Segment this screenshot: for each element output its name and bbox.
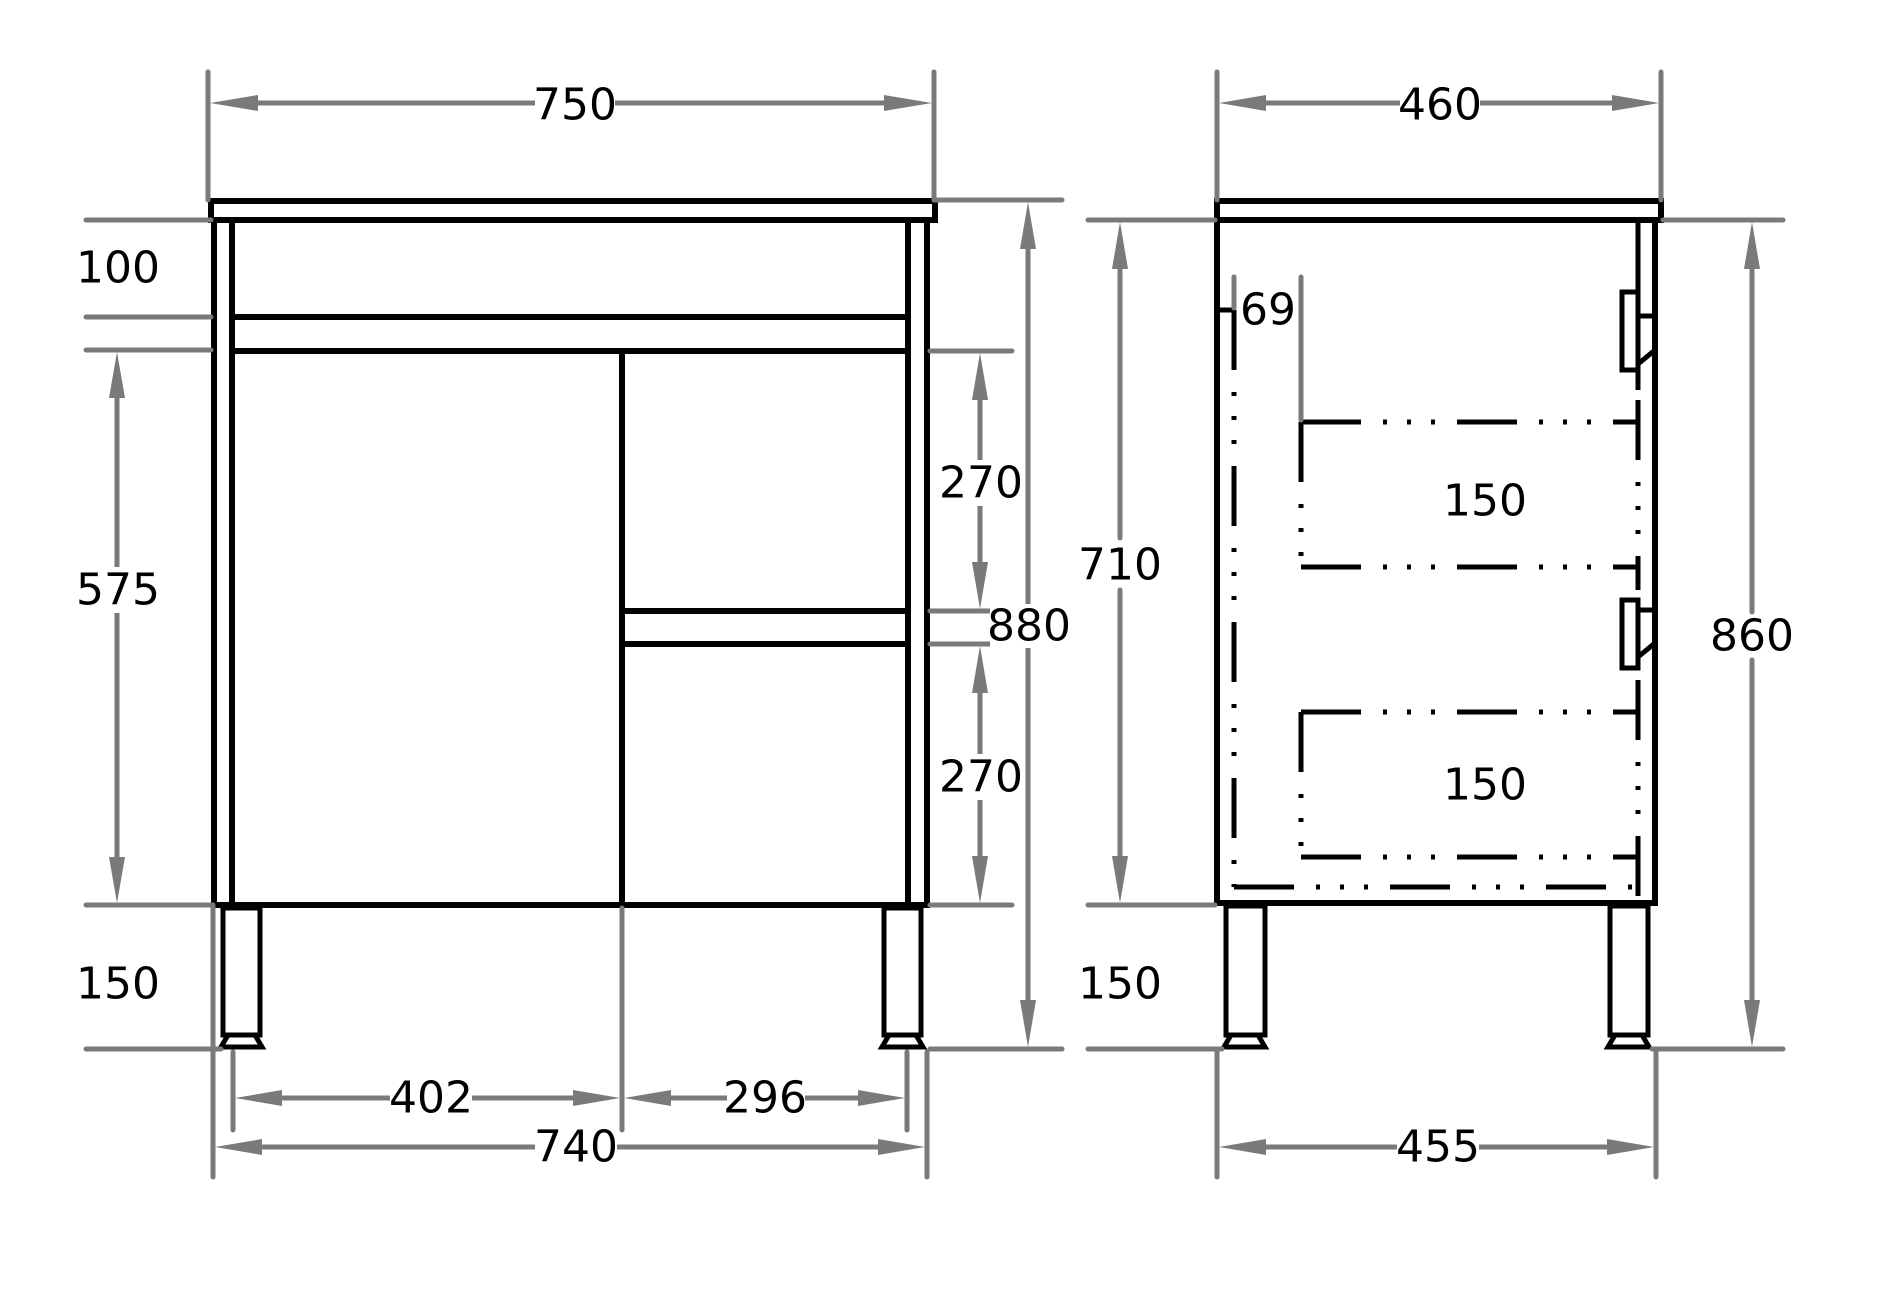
side-view: 150 150 <box>1214 198 1664 1050</box>
dim-side-overall-height: 860 <box>1710 611 1794 662</box>
side-back-leg <box>1603 903 1654 1050</box>
dim-front-left-door-width: 402 <box>389 1073 473 1124</box>
side-front-leg <box>1219 903 1270 1050</box>
side-upper-drawer-box <box>1298 419 1638 570</box>
side-upper-drawer-label: 150 <box>1443 476 1527 527</box>
dim-front-overall-width: 750 <box>533 80 617 131</box>
front-dimensions: 750 100 575 150 270 270 <box>76 69 1071 1180</box>
side-countertop <box>1214 198 1664 223</box>
side-upper-handle <box>1619 289 1657 373</box>
dim-front-top-rail-height: 100 <box>76 243 160 294</box>
dim-side-carcass-height: 710 <box>1078 540 1162 591</box>
side-lower-handle <box>1619 597 1657 671</box>
front-right-leg <box>877 905 928 1050</box>
dim-front-carcass-width: 740 <box>534 1122 618 1173</box>
dim-front-overall-height: 880 <box>987 601 1071 652</box>
dim-front-right-section-width: 296 <box>723 1073 807 1124</box>
dim-side-drawer-setback: 69 <box>1240 285 1296 336</box>
side-lower-drawer-label: 150 <box>1443 760 1527 811</box>
front-left-leg <box>216 905 267 1050</box>
side-lower-drawer-box <box>1298 709 1638 860</box>
dim-front-door-height: 575 <box>76 565 160 616</box>
dim-side-carcass-depth: 455 <box>1396 1122 1480 1173</box>
front-countertop <box>208 198 938 223</box>
dim-front-leg-height: 150 <box>76 959 160 1010</box>
dim-front-lower-drawer-height: 270 <box>939 752 1023 803</box>
front-view <box>208 198 938 1050</box>
dim-side-overall-depth: 460 <box>1398 80 1482 131</box>
dim-front-upper-drawer-height: 270 <box>939 458 1023 509</box>
side-dimensions: 460 710 150 860 69 455 <box>1078 69 1794 1180</box>
dim-side-leg-height: 150 <box>1078 959 1162 1010</box>
